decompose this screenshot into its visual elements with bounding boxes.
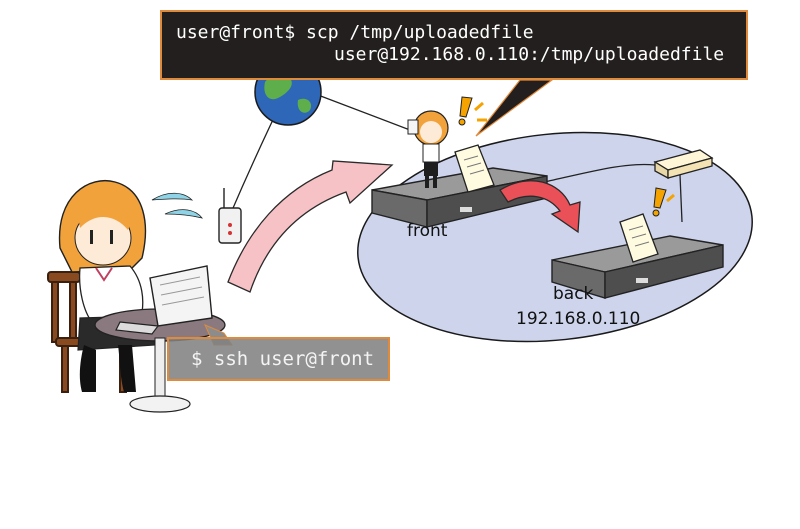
exclamation-icon — [652, 187, 675, 217]
document-icon — [454, 144, 495, 193]
laptop-icon — [115, 265, 213, 335]
document-icon — [619, 213, 659, 263]
scp-command-line-2: user@192.168.0.110:/tmp/uploadedfile — [334, 44, 725, 65]
ssh-command-box: $ ssh user@front — [167, 337, 390, 381]
scp-command-box: user@front$ scp /tmp/uploadedfile user@1… — [160, 10, 748, 80]
back-host-label: back — [553, 284, 594, 304]
ssh-arrow — [227, 160, 394, 293]
scp-command-line-1: user@front$ scp /tmp/uploadedfile — [176, 22, 534, 43]
terminal-pointer — [475, 79, 554, 137]
exclamation-icon — [458, 96, 487, 126]
transfer-arrow — [499, 180, 581, 234]
network-switch-icon — [653, 149, 714, 180]
front-host-label: front — [407, 221, 448, 241]
wifi-router-icon — [218, 188, 242, 244]
remote-character — [407, 110, 449, 188]
user-character — [58, 180, 156, 392]
motion-marks — [151, 192, 203, 219]
back-host-ip: 192.168.0.110 — [516, 309, 641, 329]
